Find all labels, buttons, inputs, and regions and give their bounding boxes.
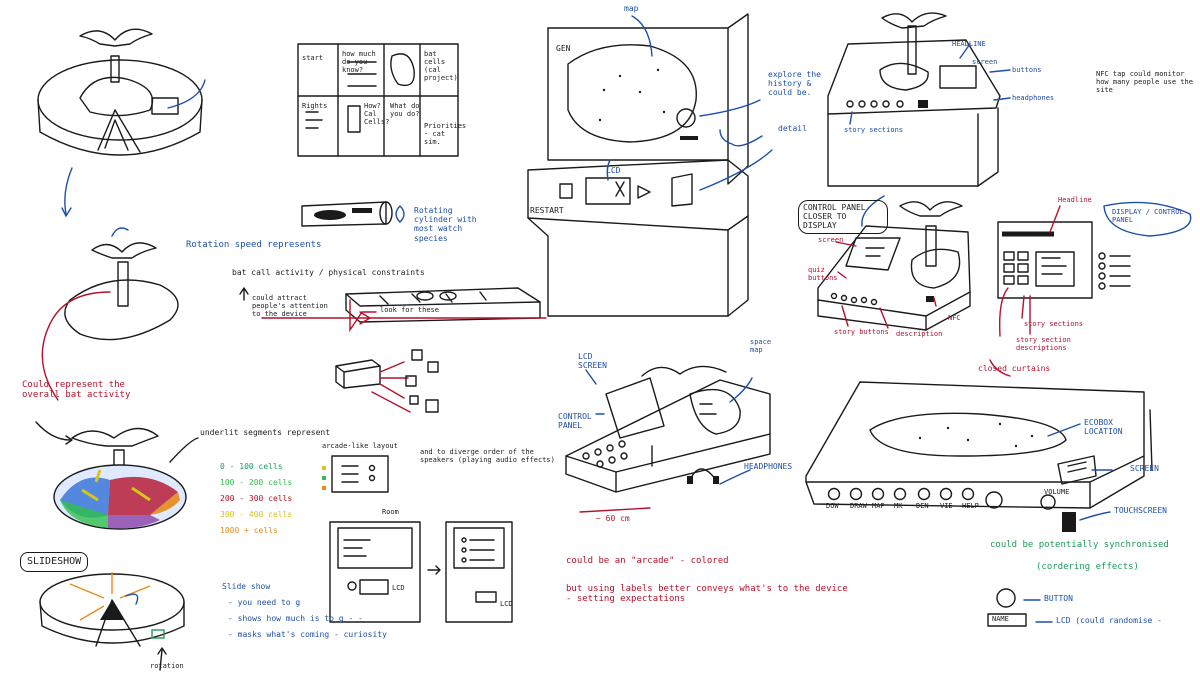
- kiosk-top-right-sketch: [827, 12, 1011, 187]
- kiosk-story-sections: story sections: [844, 126, 904, 134]
- mini-panel-sketch: [322, 455, 389, 493]
- control-panel-screen: screen: [818, 236, 844, 244]
- kiosk-screen: screen: [972, 58, 998, 66]
- table-headphones-label: HEADPHONES: [744, 462, 793, 471]
- rotation-heading: Rotation speed represents: [186, 240, 322, 250]
- storyboard-cell-8: Priorities - cat sim.: [424, 122, 467, 147]
- front-panel-bubble: DISPLAY / CONTROL PANEL: [1112, 208, 1184, 225]
- key-sketch: [987, 588, 1053, 627]
- big-table-btn-5: DEN: [916, 502, 929, 510]
- front-panel-story-sections: story sections: [1024, 320, 1084, 328]
- legend-row-5: 1000 + cells: [220, 526, 278, 535]
- arcade-cabinet-sketch: [527, 13, 773, 317]
- screen-flow-sketch: [329, 521, 513, 623]
- kiosk-headline: HEADLINE: [952, 40, 986, 48]
- big-table-touchscreen: TOUCHSCREEN: [1114, 506, 1167, 515]
- control-panel-quiz: quiz buttons: [808, 266, 838, 283]
- table-control-label: CONTROL PANEL: [558, 412, 592, 431]
- big-table-btn-3: MAP: [872, 502, 885, 510]
- segment-disk-sketch: [35, 421, 199, 530]
- slideshow-title: SLIDESHOW: [20, 552, 89, 572]
- storyboard-cell-1: start: [302, 54, 324, 62]
- big-table-screen: SCREEN: [1130, 464, 1159, 473]
- arcade-restart-label: RESTART: [530, 206, 564, 215]
- cubes-sketch: [335, 349, 439, 413]
- table-lcd-label: LCD SCREEN: [578, 352, 607, 371]
- control-panel-description: description: [896, 330, 943, 338]
- screen-flow-small-note: arcade-like layout: [322, 442, 398, 450]
- slideshow-note-2: - you need to g: [228, 598, 301, 607]
- screen-flow-small-note-2: and to diverge order of the speakers (pl…: [420, 448, 555, 465]
- rotation-bar-sketch: [261, 287, 547, 333]
- control-panel-nfc: NFC: [948, 314, 961, 322]
- kiosk-buttons: buttons: [1012, 66, 1042, 74]
- legend-row-3: 200 - 300 cells: [220, 494, 293, 503]
- bat-blob-sketch: [41, 227, 179, 401]
- storyboard-cell-2: how much do you know?: [342, 50, 376, 75]
- screen-flow-lcd-2: LCD: [500, 600, 513, 608]
- rotation-label: rotation: [150, 662, 184, 670]
- legend-row-1: 0 - 100 cells: [220, 462, 283, 471]
- table-device-sketch: [565, 365, 771, 513]
- rotation-subheading: bat call activity / physical constraints: [232, 268, 425, 277]
- control-panel-sketch: [817, 195, 971, 331]
- slideshow-note-4: - masks what's coming - curiosity: [228, 630, 387, 639]
- legend-row-2: 100 - 200 cells: [220, 478, 293, 487]
- big-table-btn-2: DRAW: [850, 502, 867, 510]
- control-panel-title: CONTROL PANEL CLOSER TO DISPLAY: [798, 200, 888, 234]
- screen-flow-lcd-1: LCD: [392, 584, 405, 592]
- storyboard-cell-4: bat cells (cal project): [424, 50, 458, 83]
- table-dimension: ~ 60 cm: [596, 514, 630, 523]
- control-panel-story: story buttons: [834, 328, 889, 336]
- key-button-label: BUTTON: [1044, 594, 1073, 603]
- big-table-ecobox: ECOBOX LOCATION: [1084, 418, 1123, 437]
- front-panel-sketch: [997, 201, 1192, 337]
- storyboard-cell-6: How? Cal Cells?: [364, 102, 390, 127]
- storyboard-sketch: [297, 43, 459, 157]
- storyboard-cell-7: What do you do?: [390, 102, 420, 119]
- legend-title: underlit segments represent: [200, 428, 331, 437]
- big-table-btn-7: HELP: [962, 502, 979, 510]
- overall-activity-note: Could represent the overall bat activity: [22, 380, 131, 401]
- kiosk-nfc-note: NFC tap could monitor how many people us…: [1096, 70, 1193, 95]
- big-table-volume: VOLUME: [1044, 488, 1070, 496]
- arcade-detail-label: detail: [778, 124, 807, 133]
- big-table-note-2: (cordering effects): [1036, 562, 1139, 572]
- arcade-note-2: but using labels better conveys what's t…: [566, 584, 848, 605]
- rotation-side-note: could attract people's attention to the …: [252, 294, 328, 319]
- arcade-map-label: map: [624, 4, 639, 13]
- front-panel-story-descriptions: story section descriptions: [1016, 336, 1071, 353]
- slideshow-note-3: - shows how much is to g - -: [228, 614, 363, 623]
- big-table-btn-4: MK: [894, 502, 903, 510]
- big-table-btn-6: VIE: [940, 502, 953, 510]
- big-table-note-1: could be potentially synchronised: [990, 540, 1169, 550]
- front-panel-closed-curtains: closed curtains: [978, 364, 1051, 373]
- cylinder-note: Rotating cylinder with most watch specie…: [414, 206, 477, 243]
- arcade-gen-label: GEN: [556, 44, 571, 53]
- slideshow-disk-sketch: [39, 572, 185, 671]
- key-lcd-label: LCD (could randomise -: [1056, 616, 1162, 625]
- arcade-lcd-label: LCD: [606, 166, 621, 175]
- big-table-btn-1: DOW: [826, 502, 839, 510]
- bat-kiosk-sketch: [37, 28, 206, 218]
- key-lcd-box: NAME: [992, 615, 1009, 623]
- cylinder-sketch: [239, 201, 405, 301]
- slideshow-note-1: Slide show: [222, 582, 271, 591]
- table-space-label: space map: [750, 338, 772, 355]
- legend-row-4: 300 - 400 cells: [220, 510, 293, 519]
- rotation-arrow-label: look for these: [380, 306, 440, 314]
- arcade-note-1: could be an "arcade" - colored: [566, 556, 729, 566]
- front-panel-headline: Headline: [1058, 196, 1092, 204]
- kiosk-headphones: headphones: [1012, 94, 1055, 102]
- arcade-explore-label: explore the history & could be.: [768, 70, 821, 98]
- screen-flow-room: Room: [382, 508, 399, 516]
- big-table-sketch: [805, 359, 1153, 532]
- storyboard-cell-5: Rights: [302, 102, 328, 110]
